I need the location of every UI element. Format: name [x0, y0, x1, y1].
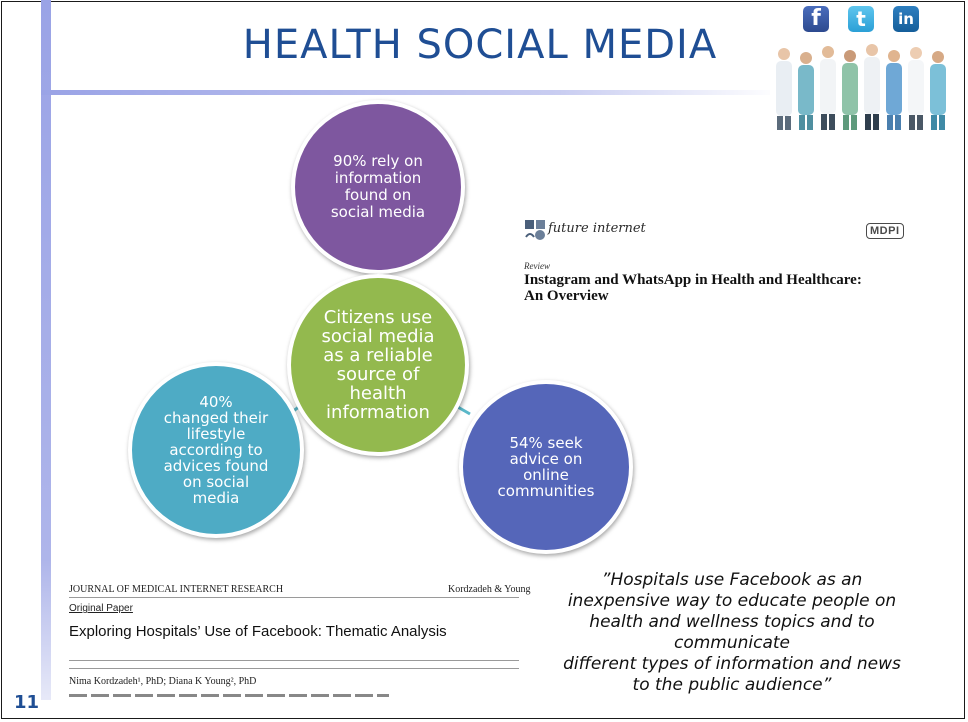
medical-staff-image: [770, 36, 960, 132]
stat-circle-advice: 54% seek advice on online communities: [459, 380, 633, 554]
staff-figure: [842, 50, 858, 130]
linkedin-icon: in: [893, 6, 919, 32]
accent-bar-vertical: [41, 0, 51, 700]
stat-circle-rely: 90% rely on information found on social …: [291, 100, 465, 274]
twitter-icon: t: [848, 6, 874, 32]
divider: [69, 597, 519, 598]
jmir-authors: Nima Kordzadeh¹, PhD; Diana K Young², Ph…: [69, 676, 257, 687]
staff-figure: [820, 46, 836, 130]
staff-figure: [776, 48, 792, 130]
mdpi-logo: MDPI: [866, 223, 904, 239]
center-circle-citizens: Citizens use social media as a reliable …: [287, 274, 469, 456]
staff-figure: [864, 44, 880, 130]
jmir-paper-type: Original Paper: [69, 603, 133, 614]
future-internet-journal: future internet: [548, 221, 646, 236]
slide-title: HEALTH SOCIAL MEDIA: [242, 22, 718, 68]
future-internet-logo-icon: [525, 220, 545, 240]
accent-bar-horizontal: [41, 90, 781, 95]
divider: [69, 660, 519, 661]
jmir-running-authors: Kordzadeh & Young: [448, 584, 531, 595]
review-paper-title: Instagram and WhatsApp in Health and Hea…: [524, 272, 862, 304]
staff-figure: [886, 50, 902, 130]
divider: [69, 668, 519, 669]
slide-number: 11: [14, 692, 40, 713]
jmir-journal-name: JOURNAL OF MEDICAL INTERNET RESEARCH: [69, 584, 284, 595]
hospital-quote: ”Hospitals use Facebook as an inexpensiv…: [563, 570, 901, 695]
review-label: Review: [524, 261, 550, 271]
jmir-paper-title: Exploring Hospitals’ Use of Facebook: Th…: [69, 623, 447, 640]
jmir-affiliation-truncated: [69, 694, 389, 697]
stat-circle-lifestyle: 40% changed their lifestyle according to…: [128, 362, 304, 538]
staff-figure: [908, 47, 924, 130]
facebook-icon: f: [803, 6, 829, 32]
staff-figure: [798, 52, 814, 130]
staff-figure: [930, 51, 946, 130]
